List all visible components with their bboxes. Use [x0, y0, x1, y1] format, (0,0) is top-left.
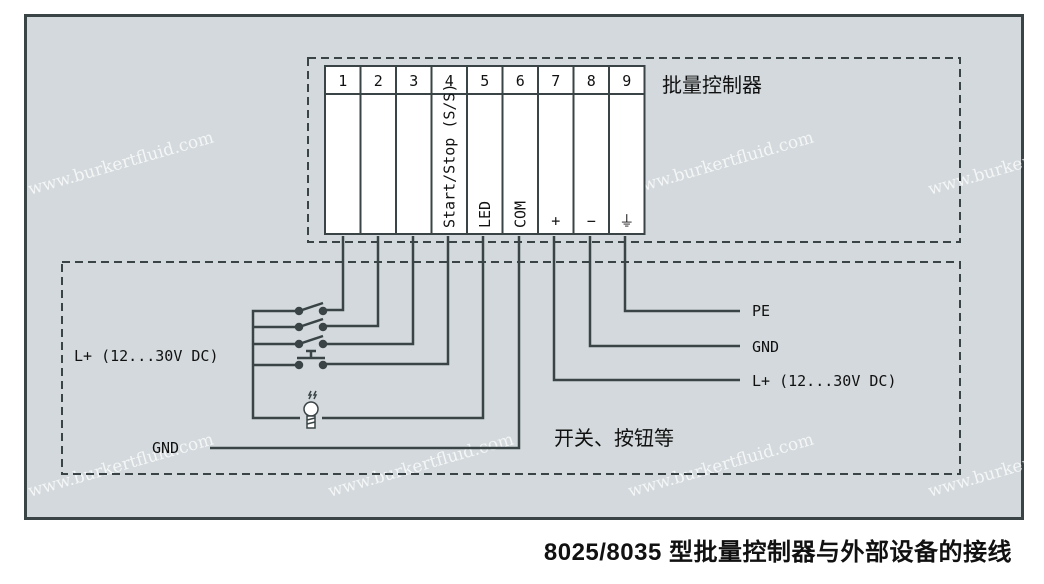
terminal-label: ⏚ — [619, 212, 634, 230]
external-devices-title: 开关、按钮等 — [554, 426, 674, 450]
switch-2-icon — [294, 317, 328, 332]
terminal-label-cell — [395, 93, 433, 235]
terminal-label-cell — [430, 93, 468, 235]
terminal-number: 9 — [622, 72, 631, 90]
figure-caption: 8025/8035 型批量控制器与外部设备的接线 — [543, 539, 1012, 566]
switch-3-icon — [294, 334, 328, 349]
wire-terminal-6 — [210, 236, 521, 450]
supply-label-left: L+ (12...30V DC) — [74, 347, 219, 365]
gnd-label-left: GND — [152, 439, 179, 457]
terminal-label-cell — [324, 93, 362, 235]
terminal-label: Start/Stop (S/S) — [440, 84, 458, 229]
external-boundary — [61, 261, 961, 475]
terminal-number-cell — [608, 65, 646, 95]
terminal-label-cell — [501, 93, 539, 235]
terminal-label: LED — [476, 201, 494, 228]
terminal-label: + — [551, 212, 560, 230]
terminal-2: 2 — [359, 65, 397, 235]
wire-terminal-7 — [552, 236, 740, 382]
watermark: www.burkertfluid.com — [926, 430, 1044, 502]
wire-terminal-3 — [322, 236, 415, 346]
controller-title: 批量控制器 — [662, 73, 762, 97]
terminal-number: 4 — [445, 72, 454, 90]
terminal-number-cell — [537, 65, 575, 95]
terminal-label-cell — [608, 93, 646, 235]
terminal-9: 9⏚ — [608, 65, 646, 235]
terminal-1: 1 — [324, 65, 362, 235]
wire-terminal-5 — [322, 236, 485, 420]
wire-terminal-2 — [322, 236, 380, 328]
terminal-3: 3 — [395, 65, 433, 235]
switch-1-icon — [294, 301, 328, 316]
terminal-number: 6 — [516, 72, 525, 90]
pushbutton-icon — [294, 349, 328, 370]
led-lamp-icon — [303, 390, 319, 429]
terminal-number: 8 — [587, 72, 596, 90]
supply-label-right: L+ (12...30V DC) — [752, 372, 897, 390]
wire-terminal-4 — [322, 236, 450, 366]
terminal-label-cell — [572, 93, 610, 235]
watermark: www.burkertfluid.com — [926, 128, 1044, 200]
terminal-number: 1 — [338, 72, 347, 90]
terminal-label: COM — [511, 201, 529, 228]
switches — [294, 301, 328, 370]
watermark: www.burkertfluid.com — [626, 128, 816, 200]
terminal-label: − — [587, 212, 596, 230]
wire-terminal-8 — [588, 236, 740, 348]
controller-boundary — [307, 57, 961, 243]
terminal-number: 5 — [480, 72, 489, 90]
watermark: www.burkertfluid.com — [26, 128, 216, 200]
terminal-number: 2 — [374, 72, 383, 90]
terminal-label-cell — [466, 93, 504, 235]
terminal-number: 7 — [551, 72, 560, 90]
wire-terminal-1 — [322, 236, 345, 312]
pe-label: PE — [752, 302, 770, 320]
terminal-8: 8− — [572, 65, 610, 235]
watermark: www.burkertfluid.com — [326, 430, 516, 502]
terminal-7: 7+ — [537, 65, 575, 235]
wires — [210, 236, 740, 450]
terminal-number: 3 — [409, 72, 418, 90]
terminal-label-cell — [359, 93, 397, 235]
gnd-label-right: GND — [752, 338, 779, 356]
terminal-number-cell — [430, 65, 468, 95]
wire-terminal-9 — [623, 236, 740, 313]
watermark: www.burkertfluid.com — [26, 430, 216, 502]
